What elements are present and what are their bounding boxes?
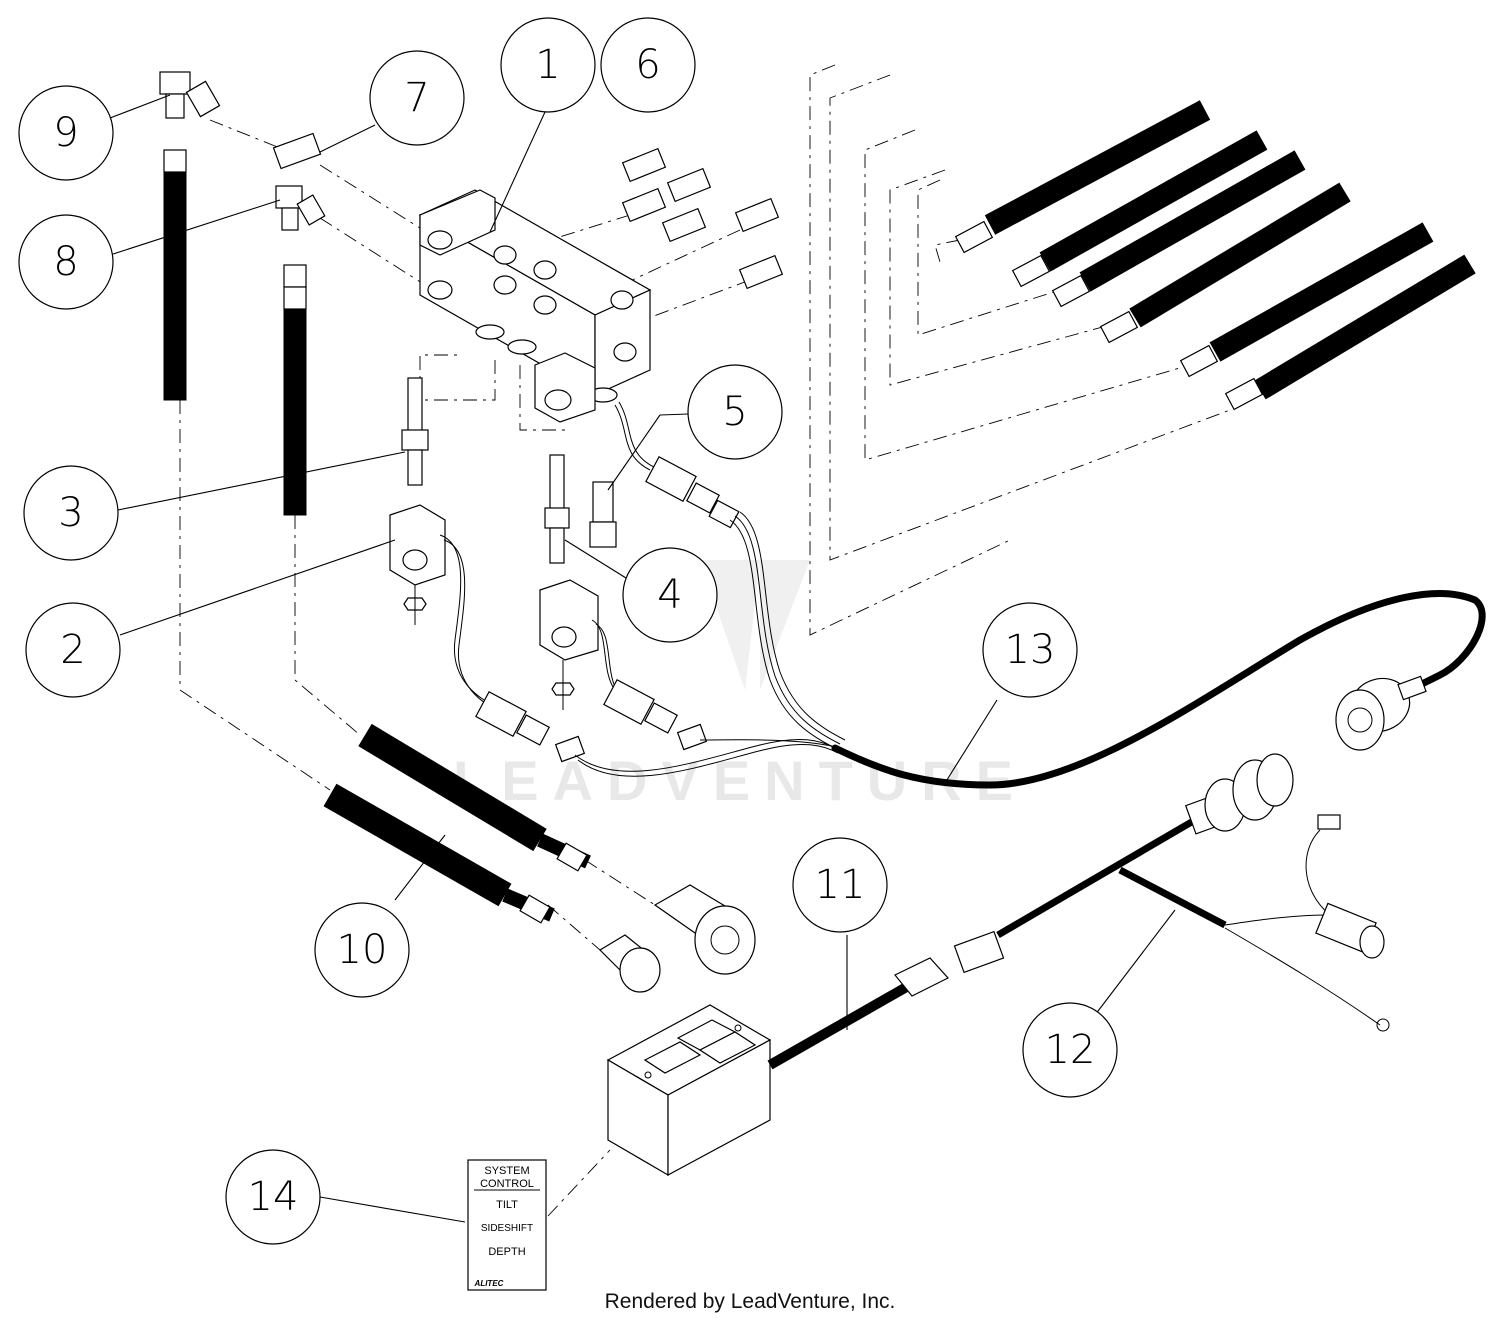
callout-12: 12 xyxy=(1022,1002,1118,1098)
callout-3-label: 3 xyxy=(58,490,83,536)
callout-4-label: 4 xyxy=(657,572,682,618)
watermark-logo xyxy=(700,560,810,690)
lower-hoses xyxy=(323,723,756,993)
callout-11-label: 11 xyxy=(815,862,866,908)
callout-7-label: 7 xyxy=(404,75,429,121)
decal-item-tilt: TILT xyxy=(496,1199,518,1211)
decal-brand: ALITEC xyxy=(474,1279,504,1288)
routing-lines xyxy=(179,64,1231,951)
bulkhead-connector xyxy=(1184,753,1294,835)
switch-box xyxy=(606,957,949,1177)
callout-3: 3 xyxy=(23,465,119,561)
decal-item-sideshift: SIDESHIFT xyxy=(481,1223,533,1234)
round-connector xyxy=(1335,675,1427,751)
callout-6-label: 6 xyxy=(635,42,660,88)
callout-6: 6 xyxy=(600,17,696,113)
footer-credit: Rendered by LeadVenture, Inc. xyxy=(604,1290,896,1313)
callout-9-label: 9 xyxy=(53,110,78,156)
callout-14: 14 xyxy=(225,1149,321,1245)
main-cable xyxy=(831,590,1486,789)
callout-5: 5 xyxy=(687,364,783,460)
callout-8: 8 xyxy=(18,214,114,310)
callout-14-label: 14 xyxy=(248,1174,299,1220)
upper-right-hoses xyxy=(954,100,1476,411)
solenoid-coil-right xyxy=(539,579,599,710)
callout-9: 9 xyxy=(18,85,114,181)
callout-1-label: 1 xyxy=(535,42,560,88)
block-fittings xyxy=(621,147,784,290)
decal-item-depth: DEPTH xyxy=(488,1246,525,1258)
callout-12-label: 12 xyxy=(1045,1027,1096,1073)
watermark: LEADVENTURE xyxy=(453,560,1013,812)
solenoid-coil-left xyxy=(389,504,446,625)
quick-coupler-female xyxy=(653,884,756,975)
callout-7: 7 xyxy=(369,50,465,146)
left-fittings xyxy=(159,71,326,231)
solenoid-wiring xyxy=(439,401,846,777)
callout-10: 10 xyxy=(314,902,410,998)
solenoid-coil-top xyxy=(534,352,596,423)
vertical-hoses xyxy=(163,149,307,516)
adapter-harness xyxy=(953,753,1390,1032)
solenoid-coils xyxy=(389,352,599,710)
decal-title-line1: SYSTEM xyxy=(484,1165,529,1177)
callout-5-label: 5 xyxy=(722,389,747,435)
decal-14: SYSTEM CONTROL TILT SIDESHIFT DEPTH ALIT… xyxy=(467,1149,611,1291)
callout-10-label: 10 xyxy=(337,927,388,973)
callout-2-label: 2 xyxy=(60,627,85,673)
callout-11: 11 xyxy=(792,837,888,933)
callout-4: 4 xyxy=(622,547,718,643)
callout-13: 13 xyxy=(982,602,1078,698)
callout-8-label: 8 xyxy=(53,239,78,285)
callout-1: 1 xyxy=(500,17,596,113)
callout-2: 2 xyxy=(25,602,121,698)
valve-cartridges xyxy=(401,377,617,564)
quick-coupler-male xyxy=(599,934,661,993)
callout-13-label: 13 xyxy=(1005,627,1056,673)
decal-title-line2: CONTROL xyxy=(480,1178,534,1190)
leader-lines xyxy=(109,94,1176,1223)
valve-block xyxy=(418,189,652,403)
